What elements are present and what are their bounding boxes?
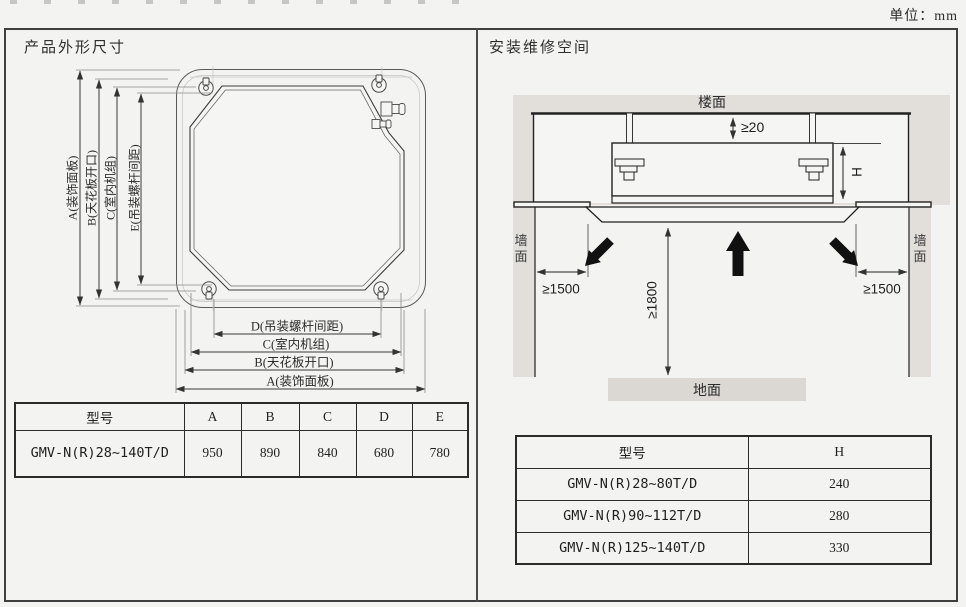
clearance-right-dim: ≥1500 xyxy=(863,281,901,297)
dim-label-a-bottom: A(装饰面板) xyxy=(266,374,334,389)
value-cell: 240 xyxy=(747,467,932,501)
hanging-lug xyxy=(198,77,214,96)
table-row: GMV-N(R)28~80T/D 240 xyxy=(515,467,932,501)
header-cell: 型号 xyxy=(14,402,185,431)
hanging-lug xyxy=(373,281,389,300)
cropped-text-artifact xyxy=(10,0,478,4)
dim-label-c-bottom: C(室内机组) xyxy=(262,337,330,352)
value-cell: 780 xyxy=(411,429,469,478)
header-cell: A xyxy=(183,402,242,431)
model-cell: GMV-N(R)125~140T/D xyxy=(515,531,749,565)
hanging-lug xyxy=(201,281,217,300)
clearance-left-dim: ≥1500 xyxy=(542,281,580,297)
product-top-view xyxy=(176,66,426,311)
outer-frame xyxy=(4,28,958,602)
right-panel-title: 安装维修空间 xyxy=(489,40,592,56)
model-cell: GMV-N(R)90~112T/D xyxy=(515,499,749,533)
floor-clearance-dim: ≥1800 xyxy=(644,281,660,319)
header-cell: C xyxy=(298,402,357,431)
value-cell: 890 xyxy=(240,429,300,478)
hanger-bracket xyxy=(614,158,829,181)
value-cell: 330 xyxy=(747,531,932,565)
value-cell: 950 xyxy=(183,429,242,478)
header-cell: 型号 xyxy=(515,435,749,469)
header-cell: D xyxy=(355,402,413,431)
panel-divider xyxy=(476,28,478,602)
wall-label-right: 墙面 xyxy=(913,233,927,265)
dimensions-table: 型号 A B C D E GMV-N(R)28~140T/D 950 890 8… xyxy=(14,402,469,478)
table-row: GMV-N(R)90~112T/D 280 xyxy=(515,499,932,533)
wall-label-left: 墙面 xyxy=(514,233,528,265)
value-cell: 280 xyxy=(747,499,932,533)
unit-height-dim: H xyxy=(849,167,865,177)
table-header-row: 型号 A B C D E xyxy=(14,402,469,431)
ceiling-slab-label: 楼面 xyxy=(698,96,726,111)
header-cell: E xyxy=(411,402,469,431)
install-space-diagram xyxy=(513,95,950,401)
height-table: 型号 H GMV-N(R)28~80T/D 240 GMV-N(R)90~112… xyxy=(515,435,932,565)
header-cell: H xyxy=(747,435,932,469)
header-cell: B xyxy=(240,402,300,431)
table-row: GMV-N(R)28~140T/D 950 890 840 680 780 xyxy=(14,429,469,478)
airflow-arrows xyxy=(585,231,858,276)
value-cell: 680 xyxy=(355,429,413,478)
table-row: GMV-N(R)125~140T/D 330 xyxy=(515,531,932,565)
dim-label-c-vert: C(室内机组) xyxy=(103,156,118,220)
dim-label-b-bottom: B(天花板开口) xyxy=(254,355,334,370)
ceiling-gap-dim: ≥20 xyxy=(741,119,765,135)
dim-label-e-vert: E(吊装螺杆间距) xyxy=(127,144,142,232)
dim-label-b-vert: B(天花板开口) xyxy=(84,150,99,226)
hanging-lug xyxy=(371,74,387,93)
value-cell: 840 xyxy=(298,429,357,478)
unit-note: 单位：mm xyxy=(889,9,958,24)
table-header-row: 型号 H xyxy=(515,435,932,469)
dim-label-d-bottom: D(吊装螺杆间距) xyxy=(250,319,344,334)
right-dimension-lines xyxy=(536,117,908,376)
left-dimension-lines xyxy=(76,69,426,393)
model-cell: GMV-N(R)28~140T/D xyxy=(14,429,185,478)
dim-label-a-vert: A(装饰面板) xyxy=(65,155,80,221)
floor-label: 地面 xyxy=(693,384,721,399)
left-panel-title: 产品外形尺寸 xyxy=(24,40,127,56)
pipe-stubs xyxy=(371,101,406,129)
model-cell: GMV-N(R)28~80T/D xyxy=(515,467,749,501)
